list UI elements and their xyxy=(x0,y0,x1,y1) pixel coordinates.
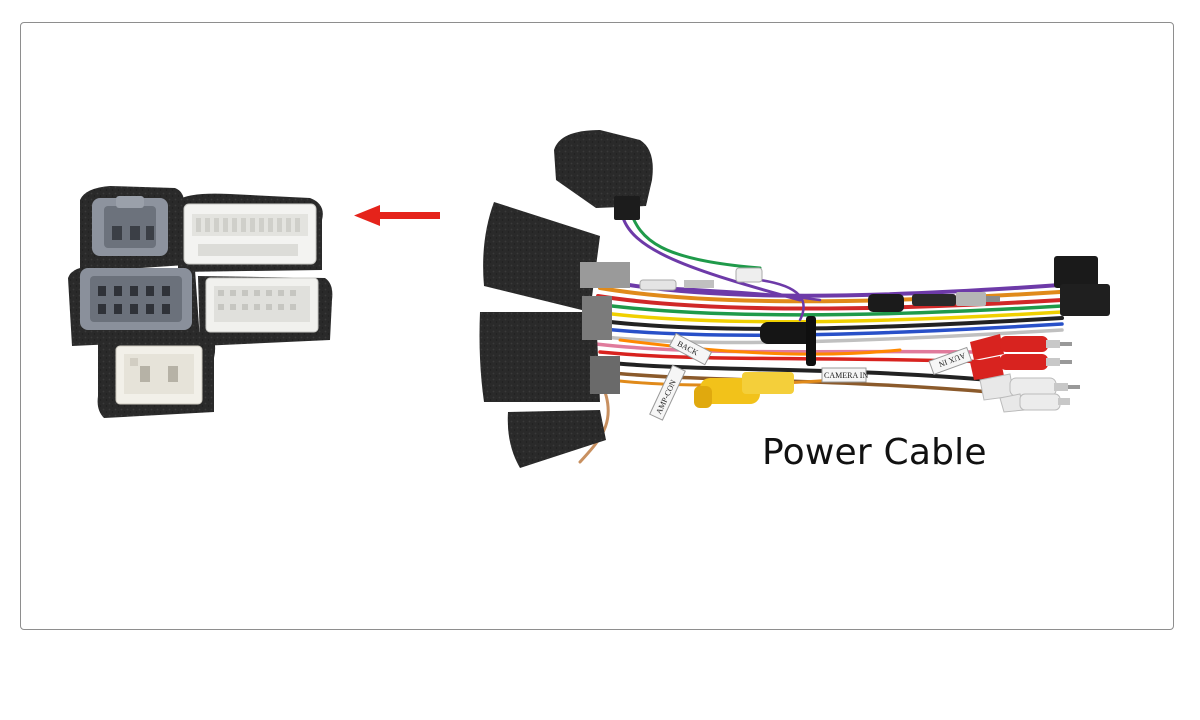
arrow-left-icon xyxy=(354,205,440,226)
foam-wrap xyxy=(479,312,600,402)
label-tag-amp-con: AMP-CON xyxy=(649,364,686,421)
product-caption: Power Cable xyxy=(762,432,987,473)
label-tag-back: BACK xyxy=(668,332,713,366)
foam-wrap xyxy=(554,130,653,208)
rca-plug-red xyxy=(970,354,1072,380)
connector-closeup xyxy=(68,186,333,418)
rca-plug-red xyxy=(970,334,1072,360)
black-connector xyxy=(1060,284,1110,316)
label-camera-in-text: CAMERA IN xyxy=(824,371,868,380)
power-cable-harness: BACK AMP-CON CAMERA IN AUX IN xyxy=(479,130,1110,468)
black-connector xyxy=(1054,256,1098,288)
foam-wrap xyxy=(507,410,606,468)
rca-plug-yellow xyxy=(694,372,794,408)
rca-plug-white xyxy=(999,393,1070,413)
label-tag-camera-in: CAMERA IN xyxy=(821,367,868,383)
foam-wrap xyxy=(483,202,600,312)
ferrite-core xyxy=(760,322,814,344)
rca-plug-white xyxy=(979,373,1080,401)
label-tag-aux-in: AUX IN xyxy=(928,346,973,375)
